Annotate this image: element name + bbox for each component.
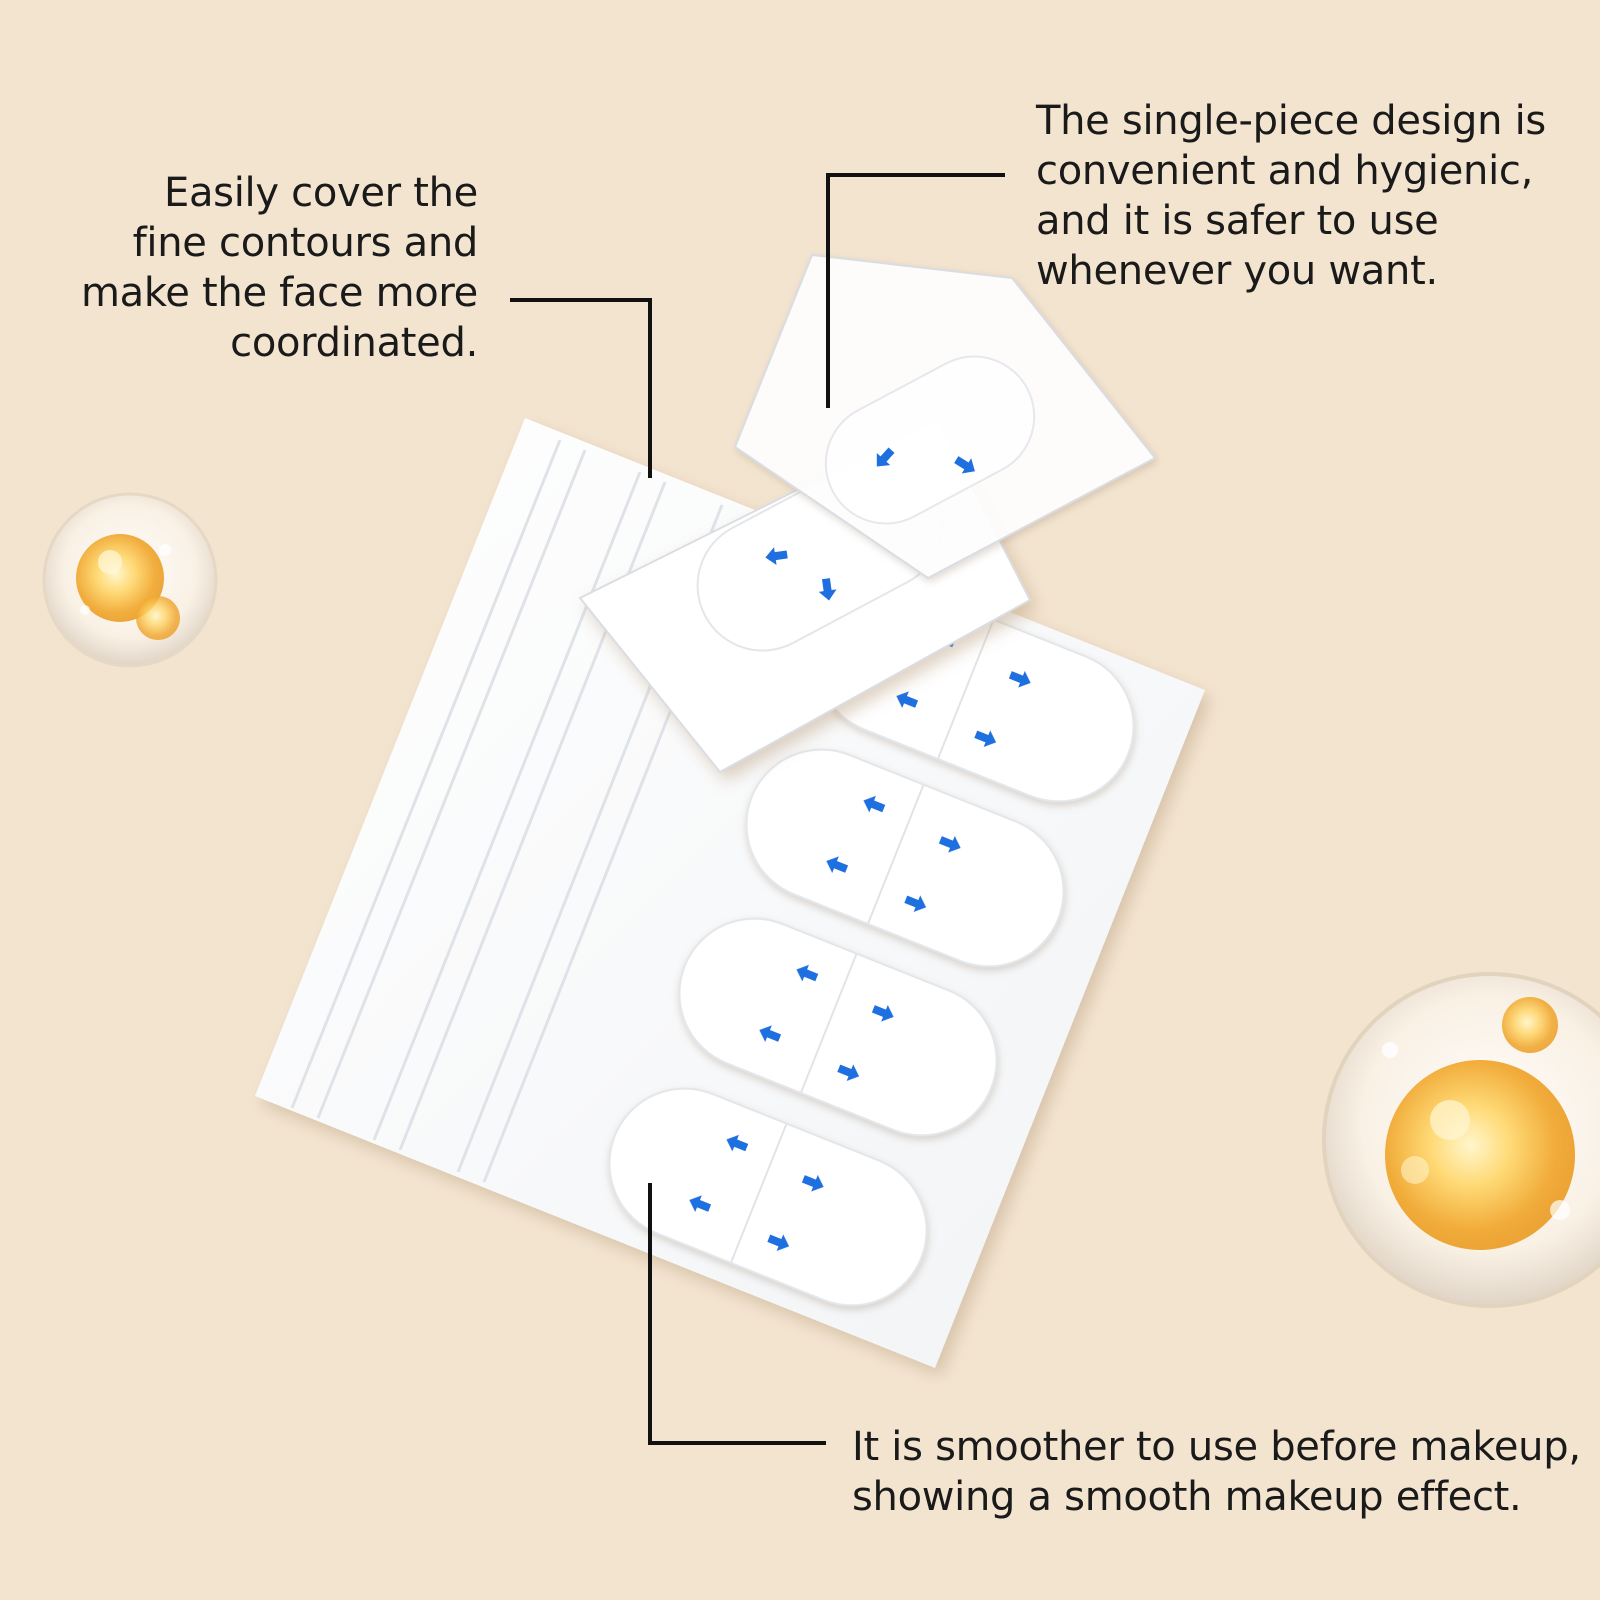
- callout-smooth-makeup: It is smoother to use before makeup, sho…: [852, 1422, 1581, 1522]
- callout-line: Easily cover the: [164, 170, 478, 216]
- callout-line: and it is safer to use: [1036, 198, 1439, 244]
- leader-lines: [510, 173, 1005, 1445]
- callout-line: fine contours and: [132, 220, 479, 266]
- callout-line: It is smoother to use before makeup,: [852, 1424, 1581, 1470]
- patch-strip: [678, 917, 998, 1137]
- patch-strip: [608, 1087, 928, 1307]
- single-patch-peeled: [578, 253, 1157, 774]
- callout-line: showing a smooth makeup effect.: [852, 1474, 1522, 1520]
- callout-line: The single-piece design is: [1036, 98, 1546, 144]
- patch-strip: [745, 748, 1065, 968]
- callout-line: make the face more: [80, 270, 478, 316]
- callout-line: whenever you want.: [1036, 248, 1438, 294]
- oil-bubble-icon: [1322, 972, 1600, 1308]
- callout-line: coordinated.: [230, 320, 478, 366]
- callout-contours: Easily cover the fine contours and make …: [81, 168, 478, 368]
- callout-line: convenient and hygienic,: [1036, 148, 1533, 194]
- oil-bubble-icon: [42, 492, 218, 668]
- callout-single-piece: The single-piece design is convenient an…: [1036, 96, 1546, 296]
